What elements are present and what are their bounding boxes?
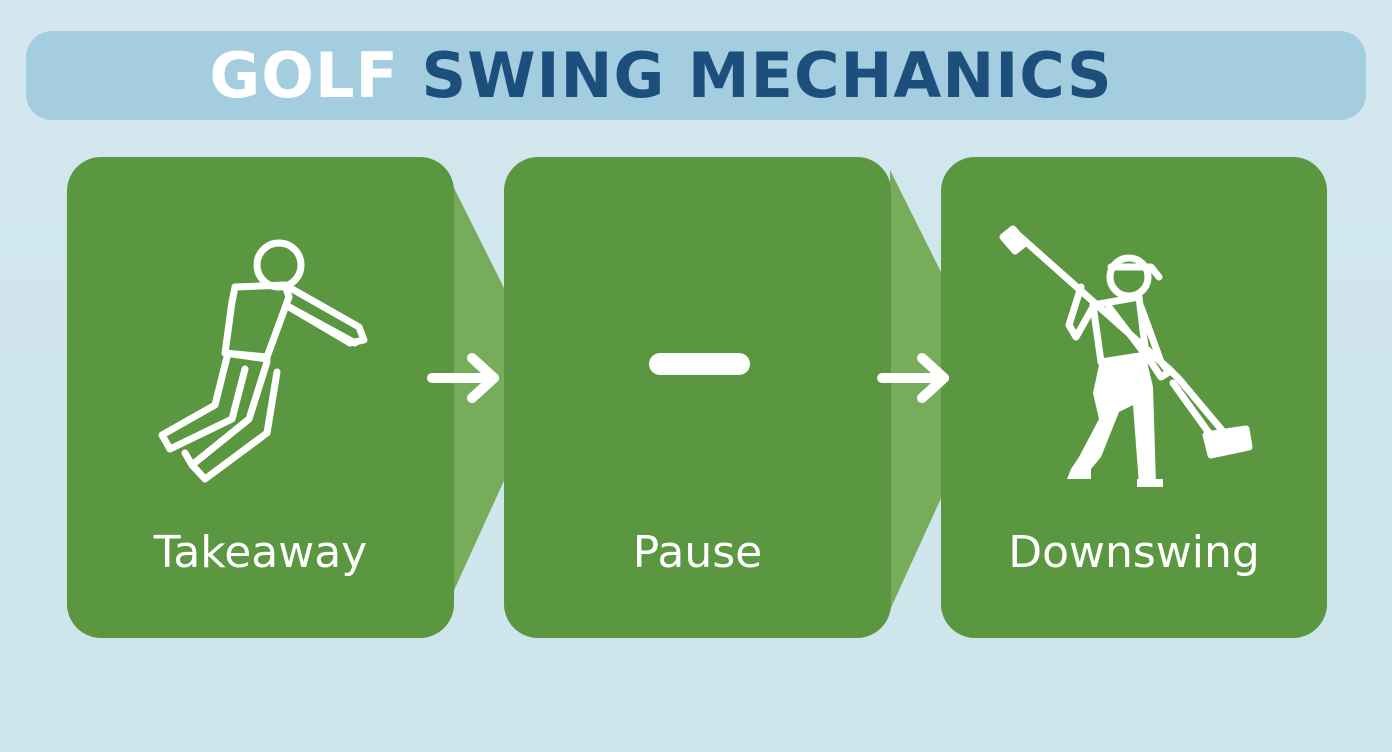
- step-label-downswing: Downswing: [1008, 527, 1260, 578]
- step-label-takeaway: Takeaway: [153, 527, 368, 578]
- pause-dash-icon: [649, 353, 750, 375]
- step-card-takeaway: Takeaway: [67, 157, 454, 638]
- golfer-downswing-icon: [999, 225, 1253, 487]
- title-word-swing-mechanics: SWING MECHANICS: [398, 38, 1113, 112]
- golfer-takeaway-icon: [158, 239, 368, 483]
- step-card-downswing: Downswing: [941, 157, 1327, 638]
- arrow-right-icon: [877, 353, 949, 403]
- title-banner: GOLF SWING MECHANICS: [26, 31, 1366, 120]
- arrow-right-icon: [427, 353, 499, 403]
- step-card-pause: Pause: [504, 157, 891, 638]
- step-label-pause: Pause: [632, 527, 763, 578]
- page-title: GOLF SWING MECHANICS: [209, 44, 1112, 107]
- title-word-golf: GOLF: [209, 38, 399, 112]
- connector-chevron-1: [445, 170, 550, 610]
